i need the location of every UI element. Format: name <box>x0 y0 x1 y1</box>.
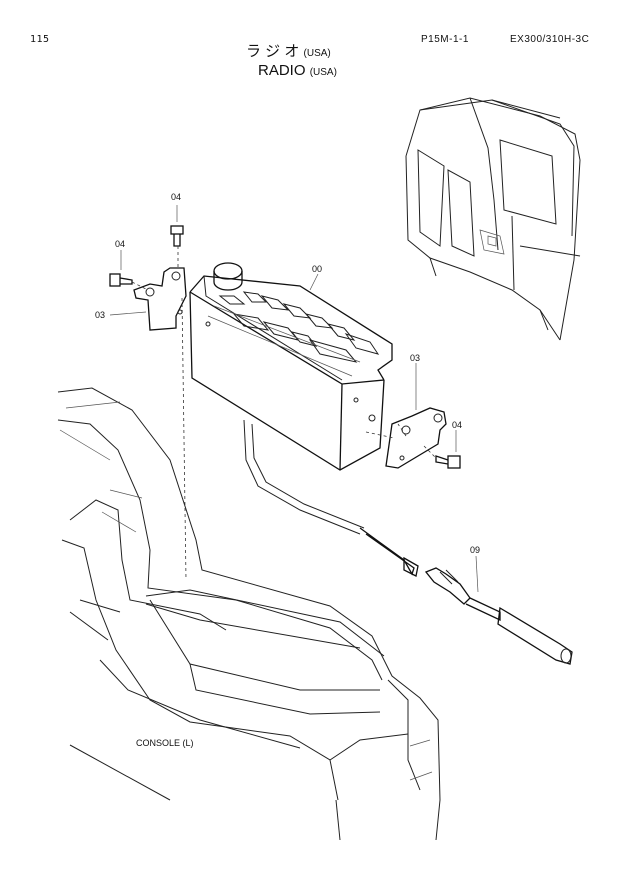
callout-bracket-left: 03 <box>95 310 105 320</box>
title-english: RADIO (USA) <box>258 62 337 79</box>
callout-bolt-right: 04 <box>452 420 462 430</box>
antenna-cable <box>359 527 573 665</box>
bolt-top <box>170 225 184 247</box>
cab-illustration <box>405 97 581 341</box>
title-jp-region: (USA) <box>303 48 331 59</box>
bracket-left <box>133 267 187 331</box>
title-japanese: ラ ジ オ (USA) <box>246 40 331 61</box>
title-en-region: (USA) <box>309 67 337 78</box>
title-en-text: RADIO <box>258 62 306 79</box>
callout-antenna-cable: 09 <box>470 545 480 555</box>
callout-bracket-right: 03 <box>410 353 420 363</box>
callout-bolt-top: 04 <box>171 192 181 202</box>
title-jp-text: ラ ジ オ <box>246 43 300 60</box>
bolt-right <box>435 455 461 469</box>
callout-bolt-left: 04 <box>115 239 125 249</box>
bolt-left <box>109 273 133 287</box>
caption-console: CONSOLE (L) <box>136 738 194 748</box>
callout-radio: 00 <box>312 264 322 274</box>
console-illustration <box>57 387 441 841</box>
model-number: EX300/310H-3C <box>510 34 590 45</box>
part-code: P15M-1-1 <box>421 34 469 45</box>
radio-unit <box>189 262 393 535</box>
page-number: 115 <box>30 34 50 45</box>
bracket-right <box>385 407 447 469</box>
